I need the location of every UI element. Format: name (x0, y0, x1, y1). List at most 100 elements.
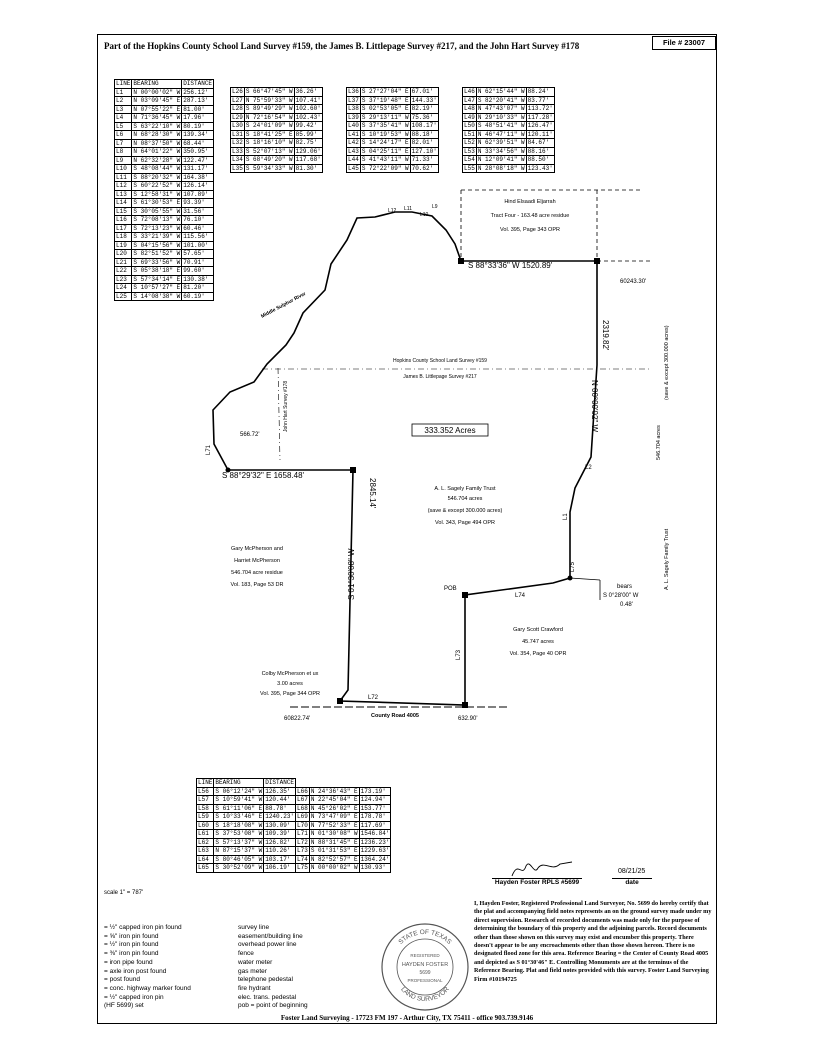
legend-item: telephone pedestal (238, 976, 293, 984)
side-label-sagely: A. L. Sagely Family Trust 546.704 acres … (656, 325, 670, 590)
property-boundary (212, 211, 598, 706)
table-cell: L57 (195, 795, 215, 805)
signature-date: 08/21/25 (618, 868, 646, 875)
survey-label-bottom: James B. Littlepage Survey #217 (403, 374, 477, 380)
map-mark: Vol. 354, Page 40 OPR (510, 651, 567, 657)
table-cell: S 30°52'09" W (213, 863, 265, 873)
date-label: date (612, 878, 652, 886)
table-cell: N 45°26'02" E (308, 803, 360, 813)
table-cell: L56 (195, 786, 215, 796)
seal-profession: PROFESSIONAL (407, 978, 443, 983)
survey-label-top: Hopkins County School Land Survey #159 (393, 358, 487, 364)
legend-item: fence (238, 950, 254, 958)
table-cell: 124.94' (358, 795, 392, 805)
table-cell: S 61°11'06" E (213, 803, 265, 813)
table-cell: S 57°13'37" W (213, 837, 265, 847)
table-cell: S 37°53'08" W (213, 829, 265, 839)
table-cell: L59 (195, 812, 215, 822)
map-mark: 546.704 acres (448, 496, 483, 502)
table-cell: 1236.23' (358, 837, 392, 847)
hart-survey-line (277, 367, 281, 461)
legend-item: = iron pipe found (104, 958, 153, 966)
file-number: File # 23007 (652, 36, 716, 50)
legend-item: = ½" iron pin found (104, 941, 159, 949)
line-label-l11: L11 (404, 206, 412, 212)
table-cell: 1364.24' (358, 854, 392, 864)
table-cell: S 18°18'08" W (213, 820, 265, 830)
table-cell: L60 (195, 820, 215, 830)
table-cell: L61 (195, 829, 215, 839)
call-east-tag: 60243.30' (620, 279, 646, 285)
table-cell: N 22°45'04" E (308, 795, 360, 805)
table-cell: 126.82' (263, 837, 297, 847)
call-south: S 88°29'32" E 1658.48' (222, 471, 305, 480)
monument-south-corner (350, 467, 356, 473)
table-cell: L62 (195, 837, 215, 847)
table-cell: 1546.84' (358, 829, 392, 839)
monument-se-road (462, 702, 468, 708)
table-header-cell: BEARING (213, 778, 265, 788)
line-label-l9: L9 (432, 204, 438, 210)
table-cell: L74 (295, 854, 310, 864)
legend-item: = post found (104, 976, 140, 984)
table-cell: 110.26' (263, 846, 297, 856)
legend-item: pob = point of beginning (238, 1002, 308, 1010)
table-cell: L58 (195, 803, 215, 813)
table-header-cell: DISTANCE (263, 778, 297, 788)
table-cell: 178.78' (358, 812, 392, 822)
tract-colby: Colby McPherson et ux 3.00 acres Vol. 39… (260, 671, 320, 697)
legend-item: = axle iron post found (104, 967, 167, 975)
table-cell: 120.44' (263, 795, 297, 805)
table-cell: 123.43' (525, 163, 555, 173)
svg-text:STATE OF TEXAS: STATE OF TEXAS (397, 929, 453, 946)
map-mark: A. L. Sagely Family Trust (434, 486, 496, 492)
call-west-dist: 2845.14' (368, 478, 377, 509)
line-label-l2: L2 (585, 465, 592, 471)
legend-item: = ⅜" iron pin found (104, 950, 159, 958)
table-header-cell: LINE (195, 778, 215, 788)
call-se-tag: 632.90' (458, 716, 478, 722)
map-mark: Vol. 395, Page 343 OPR (500, 227, 560, 233)
call-east-bearing: N 00°00'02" W (590, 380, 599, 432)
table-cell: S 01°31'53" E (308, 846, 360, 856)
table-cell: 106.19' (263, 863, 297, 873)
adjoiner-sagely-south (569, 577, 601, 581)
legend-item: easement/building line (238, 932, 303, 940)
map-mark: Vol. 343, Page 494 OPR (435, 520, 495, 526)
map-mark: 45.747 acres (522, 639, 554, 645)
line-label-l74: L74 (515, 593, 526, 599)
line-label-l72: L72 (368, 695, 379, 701)
table-cell: 130.09' (263, 820, 297, 830)
map-mark: Tract Four - 163.48 acre residue (491, 213, 570, 219)
map-mark: 546.704 acres (656, 425, 662, 460)
table-cell: 109.39' (263, 829, 297, 839)
map-mark: Vol. 395, Page 344 OPR (260, 691, 320, 697)
legend-item: = conc. highway marker found (104, 984, 191, 992)
hart-survey-label: John Hart Survey #178 (283, 381, 289, 432)
line-label-l75: L75 (570, 561, 576, 572)
map-mark: Hind Elsaadi Eljarrah (504, 199, 555, 205)
table-cell: L75 (295, 863, 310, 873)
table-cell: 60.19' (181, 291, 215, 301)
table-cell: L69 (295, 812, 310, 822)
table-cell: 173.19' (358, 786, 392, 796)
map-mark: A. L. Sagely Family Trust (664, 528, 670, 590)
map-mark: 546.704 acre residue (231, 570, 283, 576)
tract-hind: Hind Elsaadi Eljarrah Tract Four - 163.4… (491, 199, 570, 233)
table-cell: L73 (295, 846, 310, 856)
legend-item: water meter (238, 958, 273, 966)
table-cell: S 10°33'46" E (213, 812, 265, 822)
